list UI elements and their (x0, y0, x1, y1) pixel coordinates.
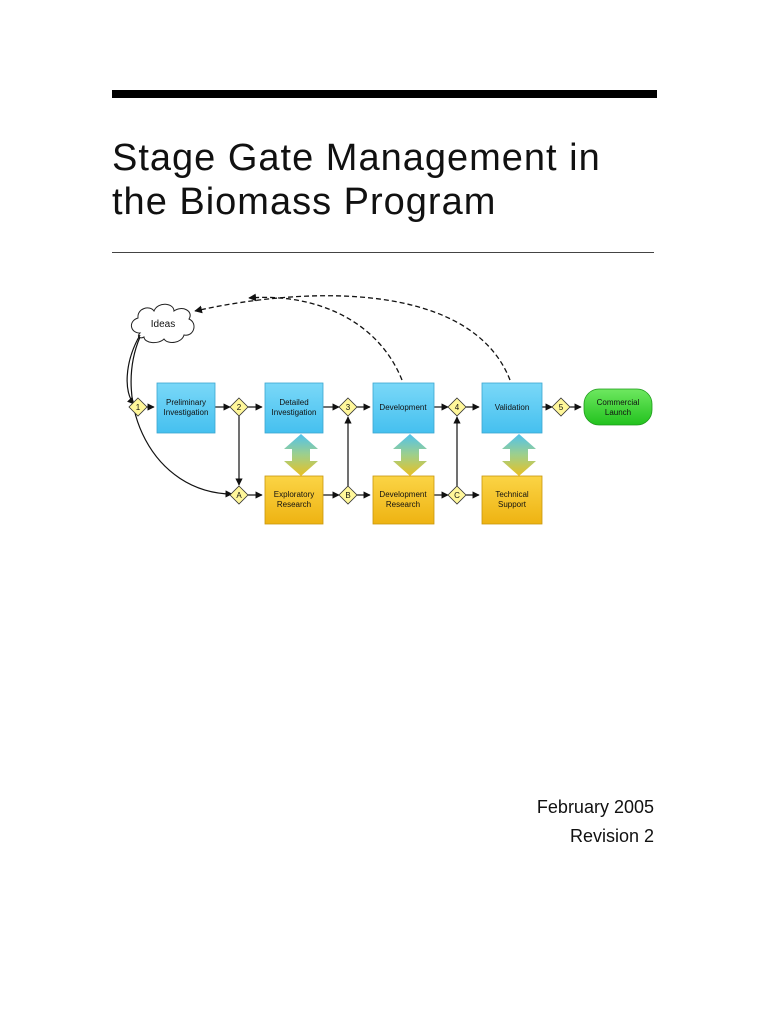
gate-label: 4 (455, 403, 460, 412)
gate-label: 5 (559, 403, 564, 412)
stage-label: Validation (495, 403, 530, 412)
gate-label: A (236, 491, 242, 500)
stage-label: Investigation (164, 408, 209, 417)
exchange-arrow (502, 434, 536, 476)
gate-c: C (447, 485, 467, 505)
research-box-exploratory-research: Exploratory Research (264, 475, 324, 525)
gate-label: C (454, 491, 460, 500)
stage-label: Development (379, 403, 427, 412)
gate-label: 3 (346, 403, 351, 412)
ideas-label: Ideas (151, 319, 175, 330)
ideas-to-gate-1-arrow (126, 334, 141, 405)
stage-gate-diagram: Ideas Preliminary Investigation Detailed… (126, 293, 653, 525)
feedback-arc-from-validation (194, 295, 511, 381)
title-divider (112, 252, 654, 253)
stage-box-preliminary-investigation: Preliminary Investigation (156, 382, 216, 434)
gate-2: 2 (229, 397, 249, 417)
stage-label: Detailed (279, 398, 308, 407)
research-label: Research (386, 500, 420, 509)
gate-label: 1 (136, 403, 141, 412)
date-block: February 2005 Revision 2 (537, 793, 654, 851)
gate-1: 1 (128, 397, 148, 417)
research-label: Development (379, 490, 427, 499)
research-box-technical-support: Technical Support (481, 475, 543, 525)
gate-3: 3 (338, 397, 358, 417)
stage-box-detailed-investigation: Detailed Investigation (264, 382, 324, 434)
stage-box-validation: Validation (481, 382, 543, 434)
ideas-to-gate-a-arrow (130, 336, 233, 498)
title-line-2: the Biomass Program (112, 181, 497, 223)
stage-label: Investigation (272, 408, 317, 417)
launch-label: Launch (605, 408, 631, 417)
title-line-1: Stage Gate Management in (112, 137, 601, 179)
research-box-development-research: Development Research (372, 475, 435, 525)
top-rule (112, 90, 657, 98)
gate-label: B (345, 491, 350, 500)
stage-label: Preliminary (166, 398, 206, 407)
revision-label: Revision 2 (569, 826, 654, 846)
research-label: Research (277, 500, 311, 509)
research-label: Exploratory (274, 490, 314, 499)
gate-5: 5 (551, 397, 571, 417)
document-title: Stage Gate Management in the Biomass Pro… (112, 136, 672, 224)
ideas-cloud: Ideas (131, 303, 195, 344)
feedback-arc-from-development (248, 293, 403, 381)
commercial-launch-box: Commercial Launch (583, 388, 653, 426)
gate-a: A (229, 485, 249, 505)
gate-4: 4 (447, 397, 467, 417)
exchange-arrow (284, 434, 318, 476)
publication-date: February 2005 (536, 797, 654, 817)
research-label: Technical (495, 490, 529, 499)
exchange-arrow (393, 434, 427, 476)
gate-label: 2 (237, 403, 242, 412)
launch-label: Commercial (597, 398, 640, 407)
research-label: Support (498, 500, 527, 509)
gate-b: B (338, 485, 358, 505)
stage-box-development: Development (372, 382, 435, 434)
